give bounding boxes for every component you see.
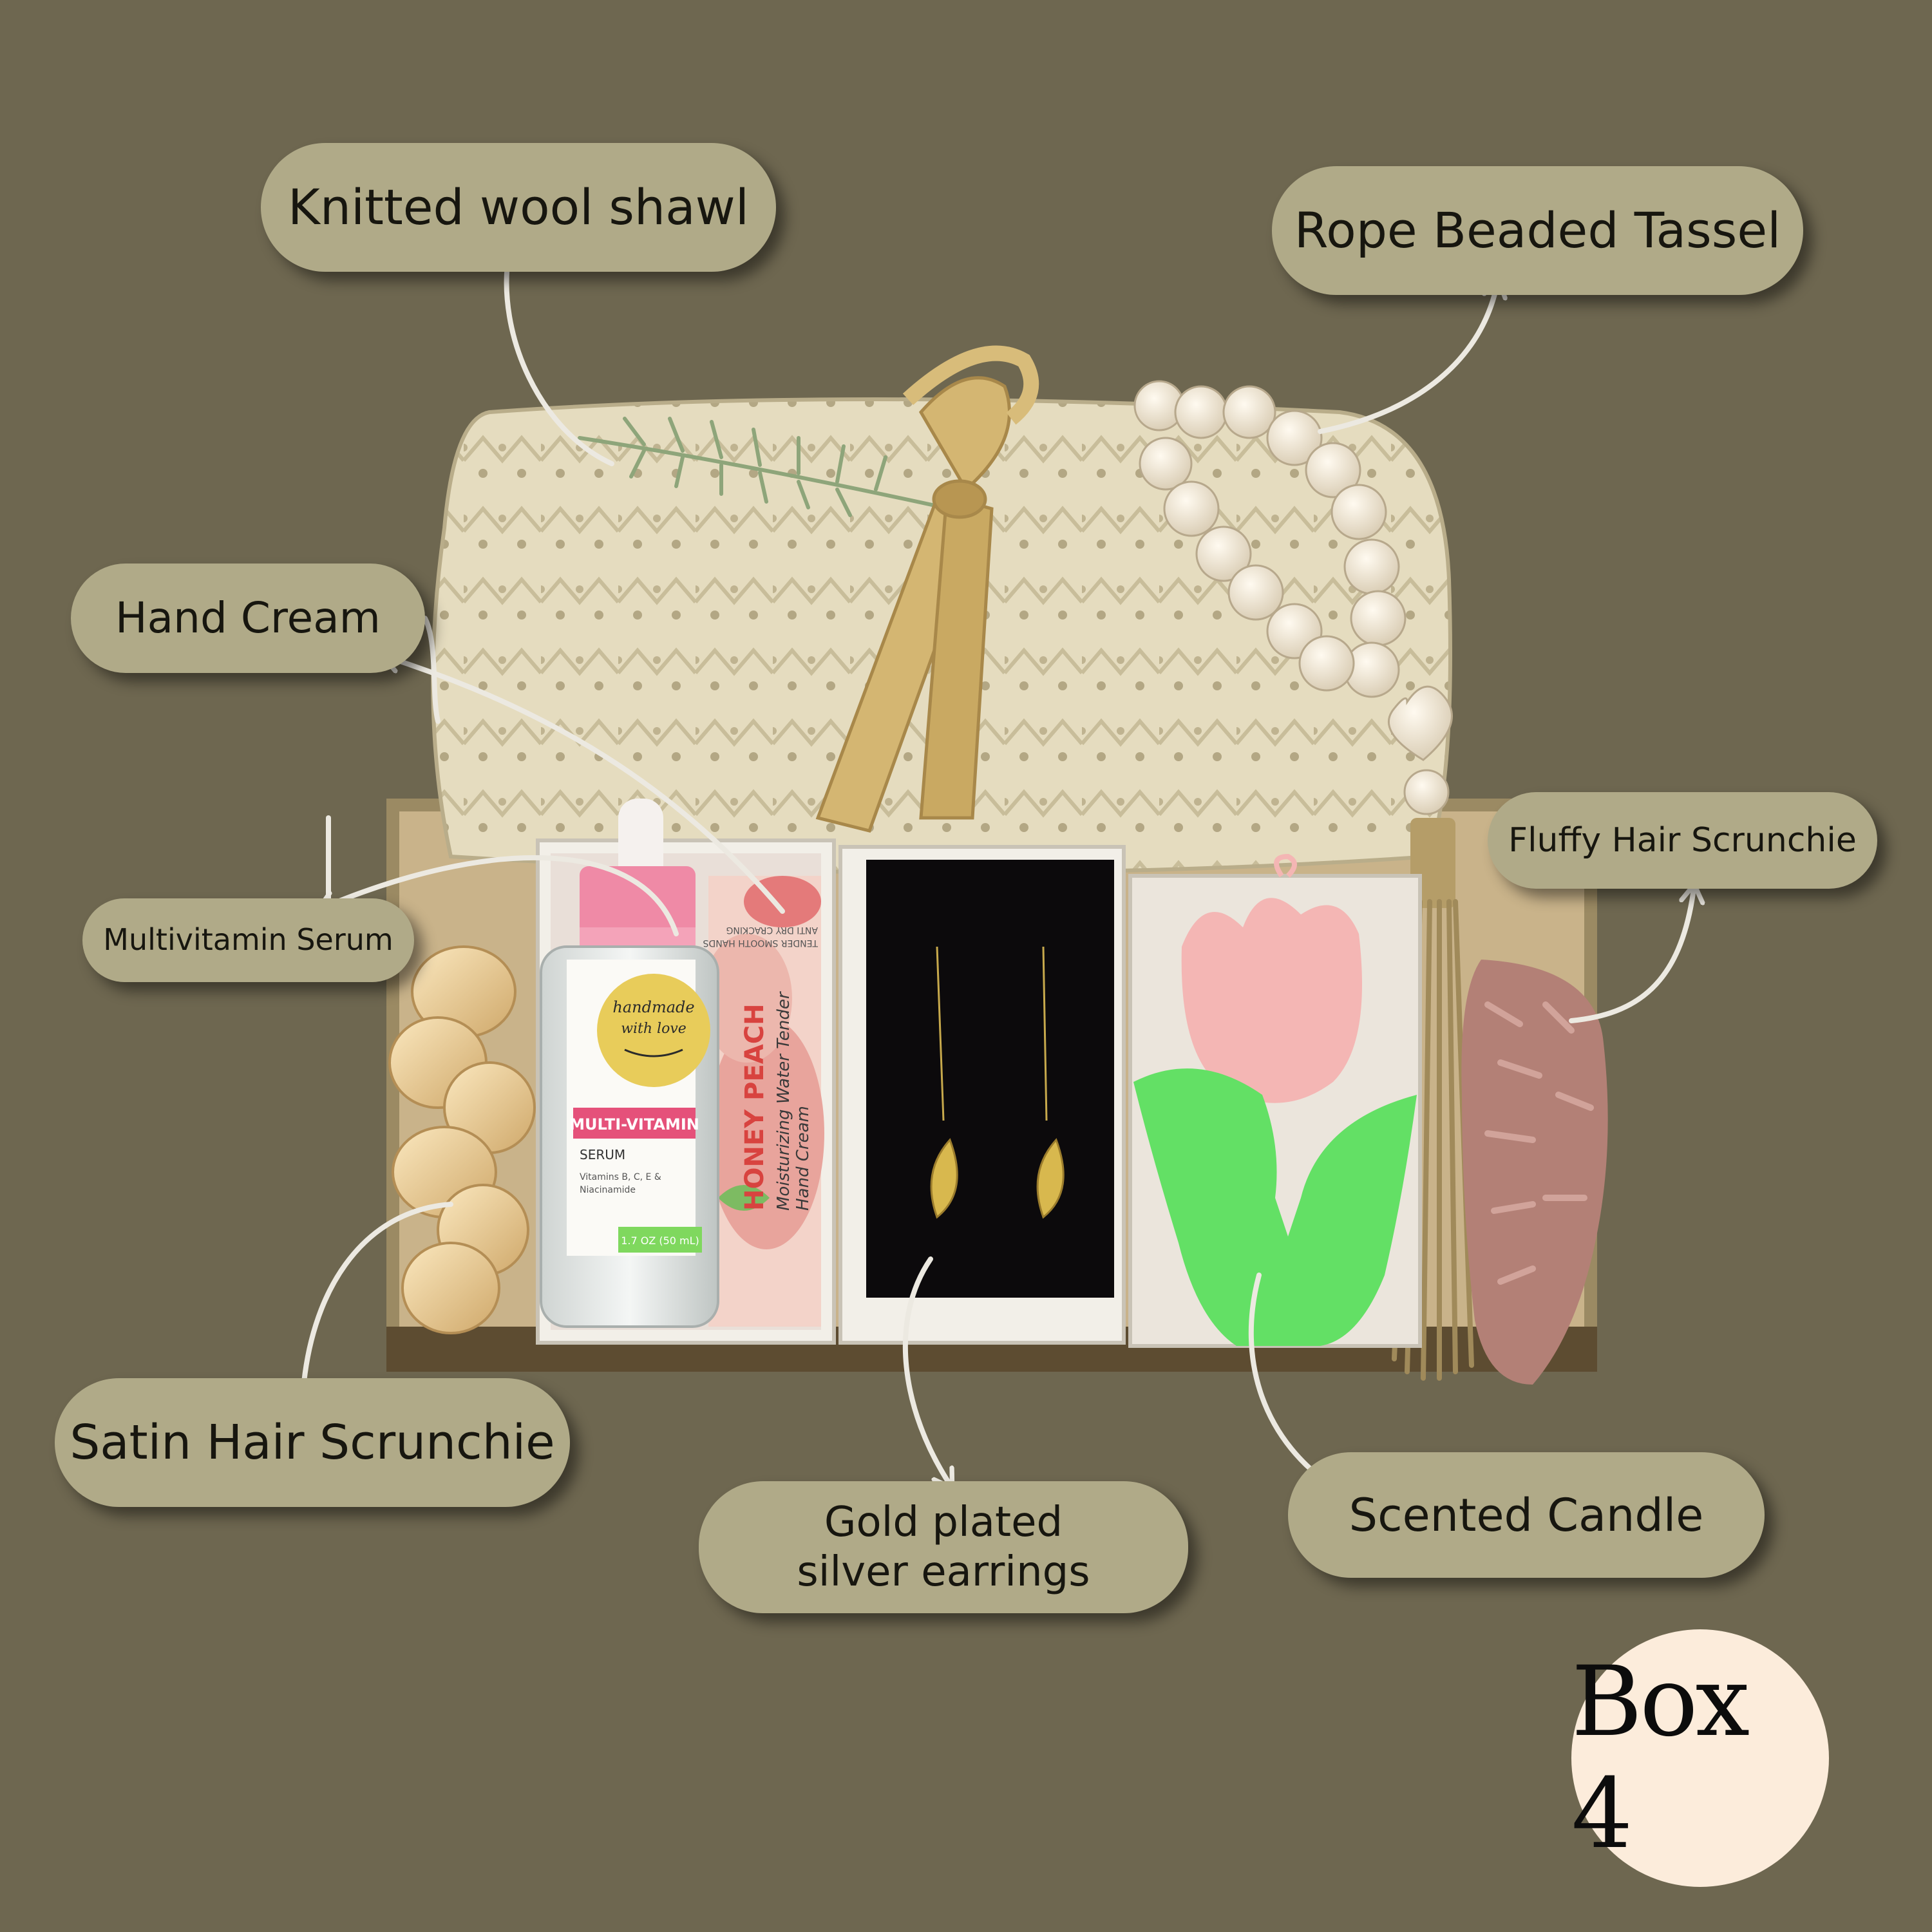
sticker-text-1: handmade: [612, 998, 694, 1016]
serum-ingredients-1: Vitamins B, C, E &: [580, 1172, 661, 1182]
label-text: Hand Cream: [115, 593, 381, 643]
serum-type-text: SERUM: [580, 1147, 625, 1162]
cream-top-text-2: TENDER SMOOTH HANDS: [703, 938, 819, 948]
serum-product-text: MULTI-VITAMIN: [569, 1115, 699, 1133]
cream-top-text-1: ANTI DRY CRACKING: [726, 925, 818, 935]
arrow-tassel: [1318, 283, 1497, 434]
label-text: Fluffy Hair Scrunchie: [1508, 820, 1857, 860]
label-text: Multivitamin Serum: [103, 922, 393, 958]
label-text: Rope Beaded Tassel: [1294, 202, 1781, 260]
pine-sprig: [578, 417, 981, 517]
label-fluffy-hair-scrunchie: Fluffy Hair Scrunchie: [1488, 792, 1877, 889]
box-number-badge: Box 4: [1571, 1629, 1829, 1887]
label-text: Scented Candle: [1349, 1488, 1704, 1542]
label-gold-plated-silver-earrings: Gold plated silver earrings: [699, 1481, 1188, 1613]
earring-box: [838, 845, 1126, 1345]
tulip-candle: [1133, 853, 1417, 1346]
label-text: Satin Hair Scrunchie: [70, 1414, 555, 1470]
label-multivitamin-serum: Multivitamin Serum: [82, 898, 414, 982]
gold-ribbon: [815, 345, 1039, 833]
arrow-serum: [322, 855, 679, 936]
box-number-text: Box 4: [1571, 1646, 1750, 1870]
arrow-shawl: [507, 254, 614, 466]
label-rope-beaded-tassel: Rope Beaded Tassel: [1272, 166, 1803, 295]
cream-desc-text: Moisturizing Water Tender: [774, 990, 793, 1211]
sticker-text-2: with love: [621, 1021, 687, 1037]
serum-volume-text: 1.7 OZ (50 mL): [621, 1235, 699, 1247]
arrow-earrings: [902, 1256, 950, 1484]
arrow-satin: [303, 1202, 453, 1397]
arrow-fluffy: [1569, 889, 1694, 1023]
hand-cream-hook: [422, 616, 440, 724]
cream-type-text: Hand Cream: [793, 1106, 813, 1211]
satin-scrunchie: [388, 945, 536, 1334]
fluffy-scrunchie: [1461, 960, 1608, 1385]
label-scented-candle: Scented Candle: [1288, 1452, 1765, 1578]
arrow-hand-cream: [386, 657, 785, 914]
hand-cream-sachet: HONEY PEACH Moisturizing Water Tender Ha…: [702, 876, 824, 1327]
label-satin-hair-scrunchie: Satin Hair Scrunchie: [55, 1378, 570, 1507]
label-text: Knitted wool shawl: [288, 178, 749, 236]
label-text-line-2: silver earrings: [797, 1548, 1090, 1596]
bead-garland: [1133, 380, 1453, 815]
serum-bottle: handmade with love MULTI-VITAMIN SERUM V…: [540, 799, 719, 1328]
label-text-line-1: Gold plated: [824, 1498, 1063, 1546]
leaf-earrings: [930, 946, 1065, 1219]
label-knitted-wool-shawl: Knitted wool shawl: [261, 143, 776, 272]
label-hand-cream: Hand Cream: [71, 564, 425, 673]
cream-brand-text: HONEY PEACH: [740, 1003, 770, 1211]
serum-ingredients-2: Niacinamide: [580, 1185, 636, 1195]
